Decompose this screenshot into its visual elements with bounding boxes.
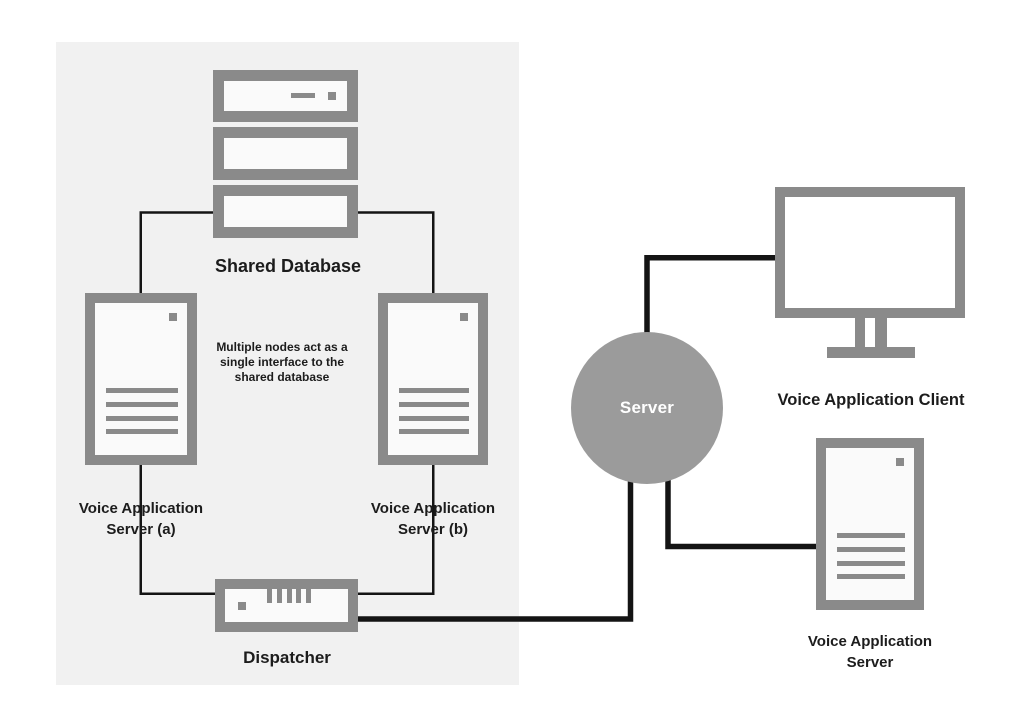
dispatcher-led-detail xyxy=(238,602,246,610)
dispatcher-port-detail xyxy=(276,589,282,603)
server-b-label-line: Voice Application xyxy=(370,500,496,517)
monitor-stand-detail xyxy=(855,318,887,347)
right-server-label-line: Server xyxy=(846,654,894,671)
annotation-line: shared database xyxy=(234,370,330,384)
tower-vent-detail xyxy=(399,429,469,434)
server-tower-right-icon xyxy=(816,438,924,610)
tower-vent-detail xyxy=(837,561,905,566)
tower-led-detail xyxy=(460,313,468,321)
client-label: Voice Application Client xyxy=(777,391,965,409)
shared-database-rack-1-icon xyxy=(213,70,358,122)
server-a-label-line: Server (a) xyxy=(106,521,176,538)
server-tower-b-icon xyxy=(378,293,488,465)
wire-server-b-to-dispatcher xyxy=(356,464,435,595)
tower-vent-detail xyxy=(106,416,178,421)
tower-led-detail xyxy=(896,458,904,466)
client-monitor-icon xyxy=(775,187,965,318)
tower-vent-detail xyxy=(399,416,469,421)
wire-database-to-server-a xyxy=(139,211,215,294)
tower-vent-detail xyxy=(837,547,905,552)
dispatcher-port-detail xyxy=(286,589,292,603)
dispatcher-label: Dispatcher xyxy=(243,648,331,667)
server-hub-circle: Server xyxy=(571,332,723,484)
server-a-label: Voice Application Server (a) xyxy=(61,498,221,540)
wire-hub-to-client xyxy=(644,254,778,345)
wire-database-to-server-b xyxy=(356,211,435,294)
tower-vent-detail xyxy=(106,402,178,407)
tower-vent-detail xyxy=(399,402,469,407)
rack-led-detail xyxy=(328,92,336,100)
dispatcher-port-detail xyxy=(306,589,311,603)
tower-vent-detail xyxy=(837,533,905,538)
server-tower-a-icon xyxy=(85,293,197,465)
shared-database-rack-2-icon xyxy=(213,127,358,180)
annotation-line: Multiple nodes act as a xyxy=(216,340,348,354)
rack-dash-detail xyxy=(291,93,315,98)
dispatcher-port-detail xyxy=(267,589,272,603)
annotation-line: single interface to the xyxy=(219,355,345,369)
server-b-label: Voice Application Server (b) xyxy=(353,498,513,540)
monitor-base-detail xyxy=(827,347,915,358)
server-a-label-line: Voice Application xyxy=(78,500,204,517)
monitor-stand-gap-detail xyxy=(865,318,875,347)
tower-vent-detail xyxy=(106,429,178,434)
shared-database-rack-3-icon xyxy=(213,185,358,238)
shared-database-label: Shared Database xyxy=(214,256,362,276)
wire-server-a-to-dispatcher xyxy=(139,464,217,595)
tower-vent-detail xyxy=(837,574,905,579)
dispatcher-port-detail xyxy=(296,589,302,603)
server-b-label-line: Server (b) xyxy=(397,521,469,538)
right-server-label: Voice Application Server xyxy=(790,631,950,673)
tower-led-detail xyxy=(169,313,177,321)
tower-vent-detail xyxy=(106,388,178,393)
wire-hub-to-server xyxy=(665,476,819,550)
cluster-annotation: Multiple nodes act as a single interface… xyxy=(192,340,372,385)
right-server-label-line: Voice Application xyxy=(807,633,933,650)
dispatcher-icon xyxy=(215,579,358,632)
tower-vent-detail xyxy=(399,388,469,393)
server-hub-label: Server xyxy=(619,398,675,417)
wire-dispatcher-to-hub xyxy=(356,468,634,622)
